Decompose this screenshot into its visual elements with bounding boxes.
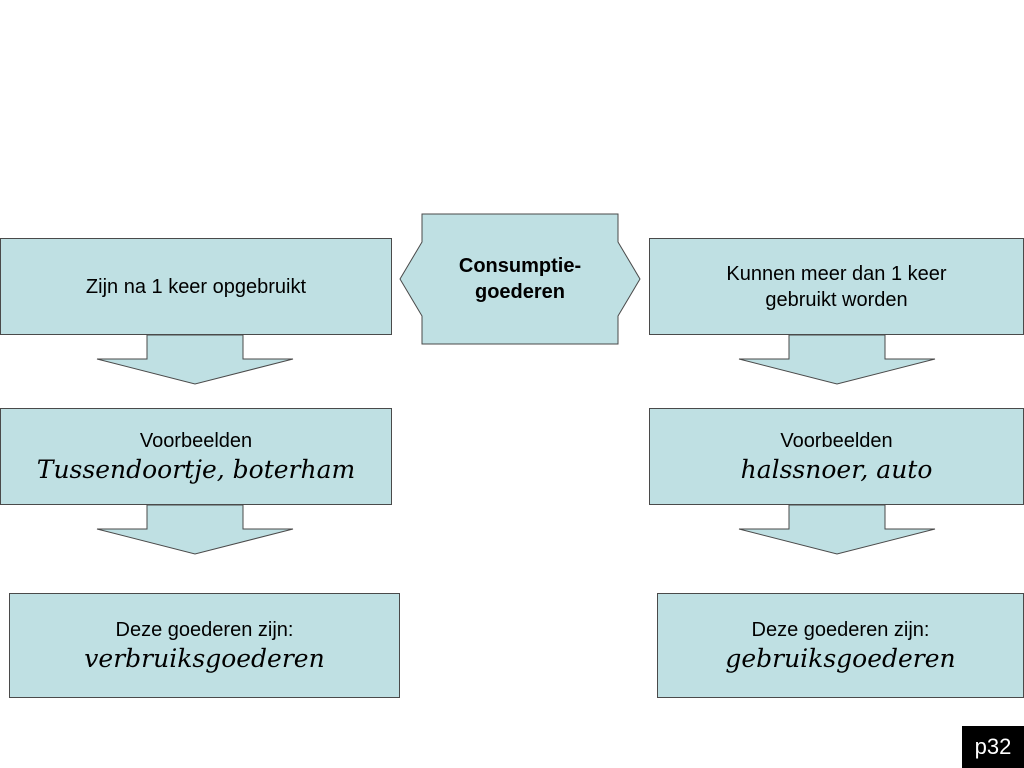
right-examples-text: halssnoer, auto [740,454,933,484]
right-conclusion-text: gebruiksgoederen [725,643,956,673]
right-examples-heading: Voorbeelden [780,429,893,452]
left-down-arrow-1 [96,334,294,385]
right-conclusion-box: Deze goederen zijn: gebruiksgoederen [657,593,1024,698]
center-node-label: Consumptie- goederen [458,255,582,303]
center-double-arrow [399,213,641,345]
right-down-arrow-1 [738,334,936,385]
left-conclusion-box: Deze goederen zijn: verbruiksgoederen [9,593,400,698]
right-down-arrow-2 [738,504,936,555]
right-examples-box: Voorbeelden halssnoer, auto [649,408,1024,505]
left-top-box: Zijn na 1 keer opgebruikt [0,238,392,335]
left-down-arrow-2 [96,504,294,555]
left-examples-heading: Voorbeelden [139,429,253,452]
right-top-text: Kunnen meer dan 1 keer gebruikt worden [726,262,947,311]
left-top-text: Zijn na 1 keer opgebruikt [85,275,307,298]
left-conclusion-heading: Deze goederen zijn: [115,618,294,641]
left-conclusion-text: verbruiksgoederen [84,643,325,673]
right-conclusion-heading: Deze goederen zijn: [751,618,930,641]
page-number-badge: p32 [962,726,1024,768]
left-examples-text: Tussendoortje, boterham [36,454,356,484]
left-examples-box: Voorbeelden Tussendoortje, boterham [0,408,392,505]
right-top-box: Kunnen meer dan 1 keer gebruikt worden [649,238,1024,335]
